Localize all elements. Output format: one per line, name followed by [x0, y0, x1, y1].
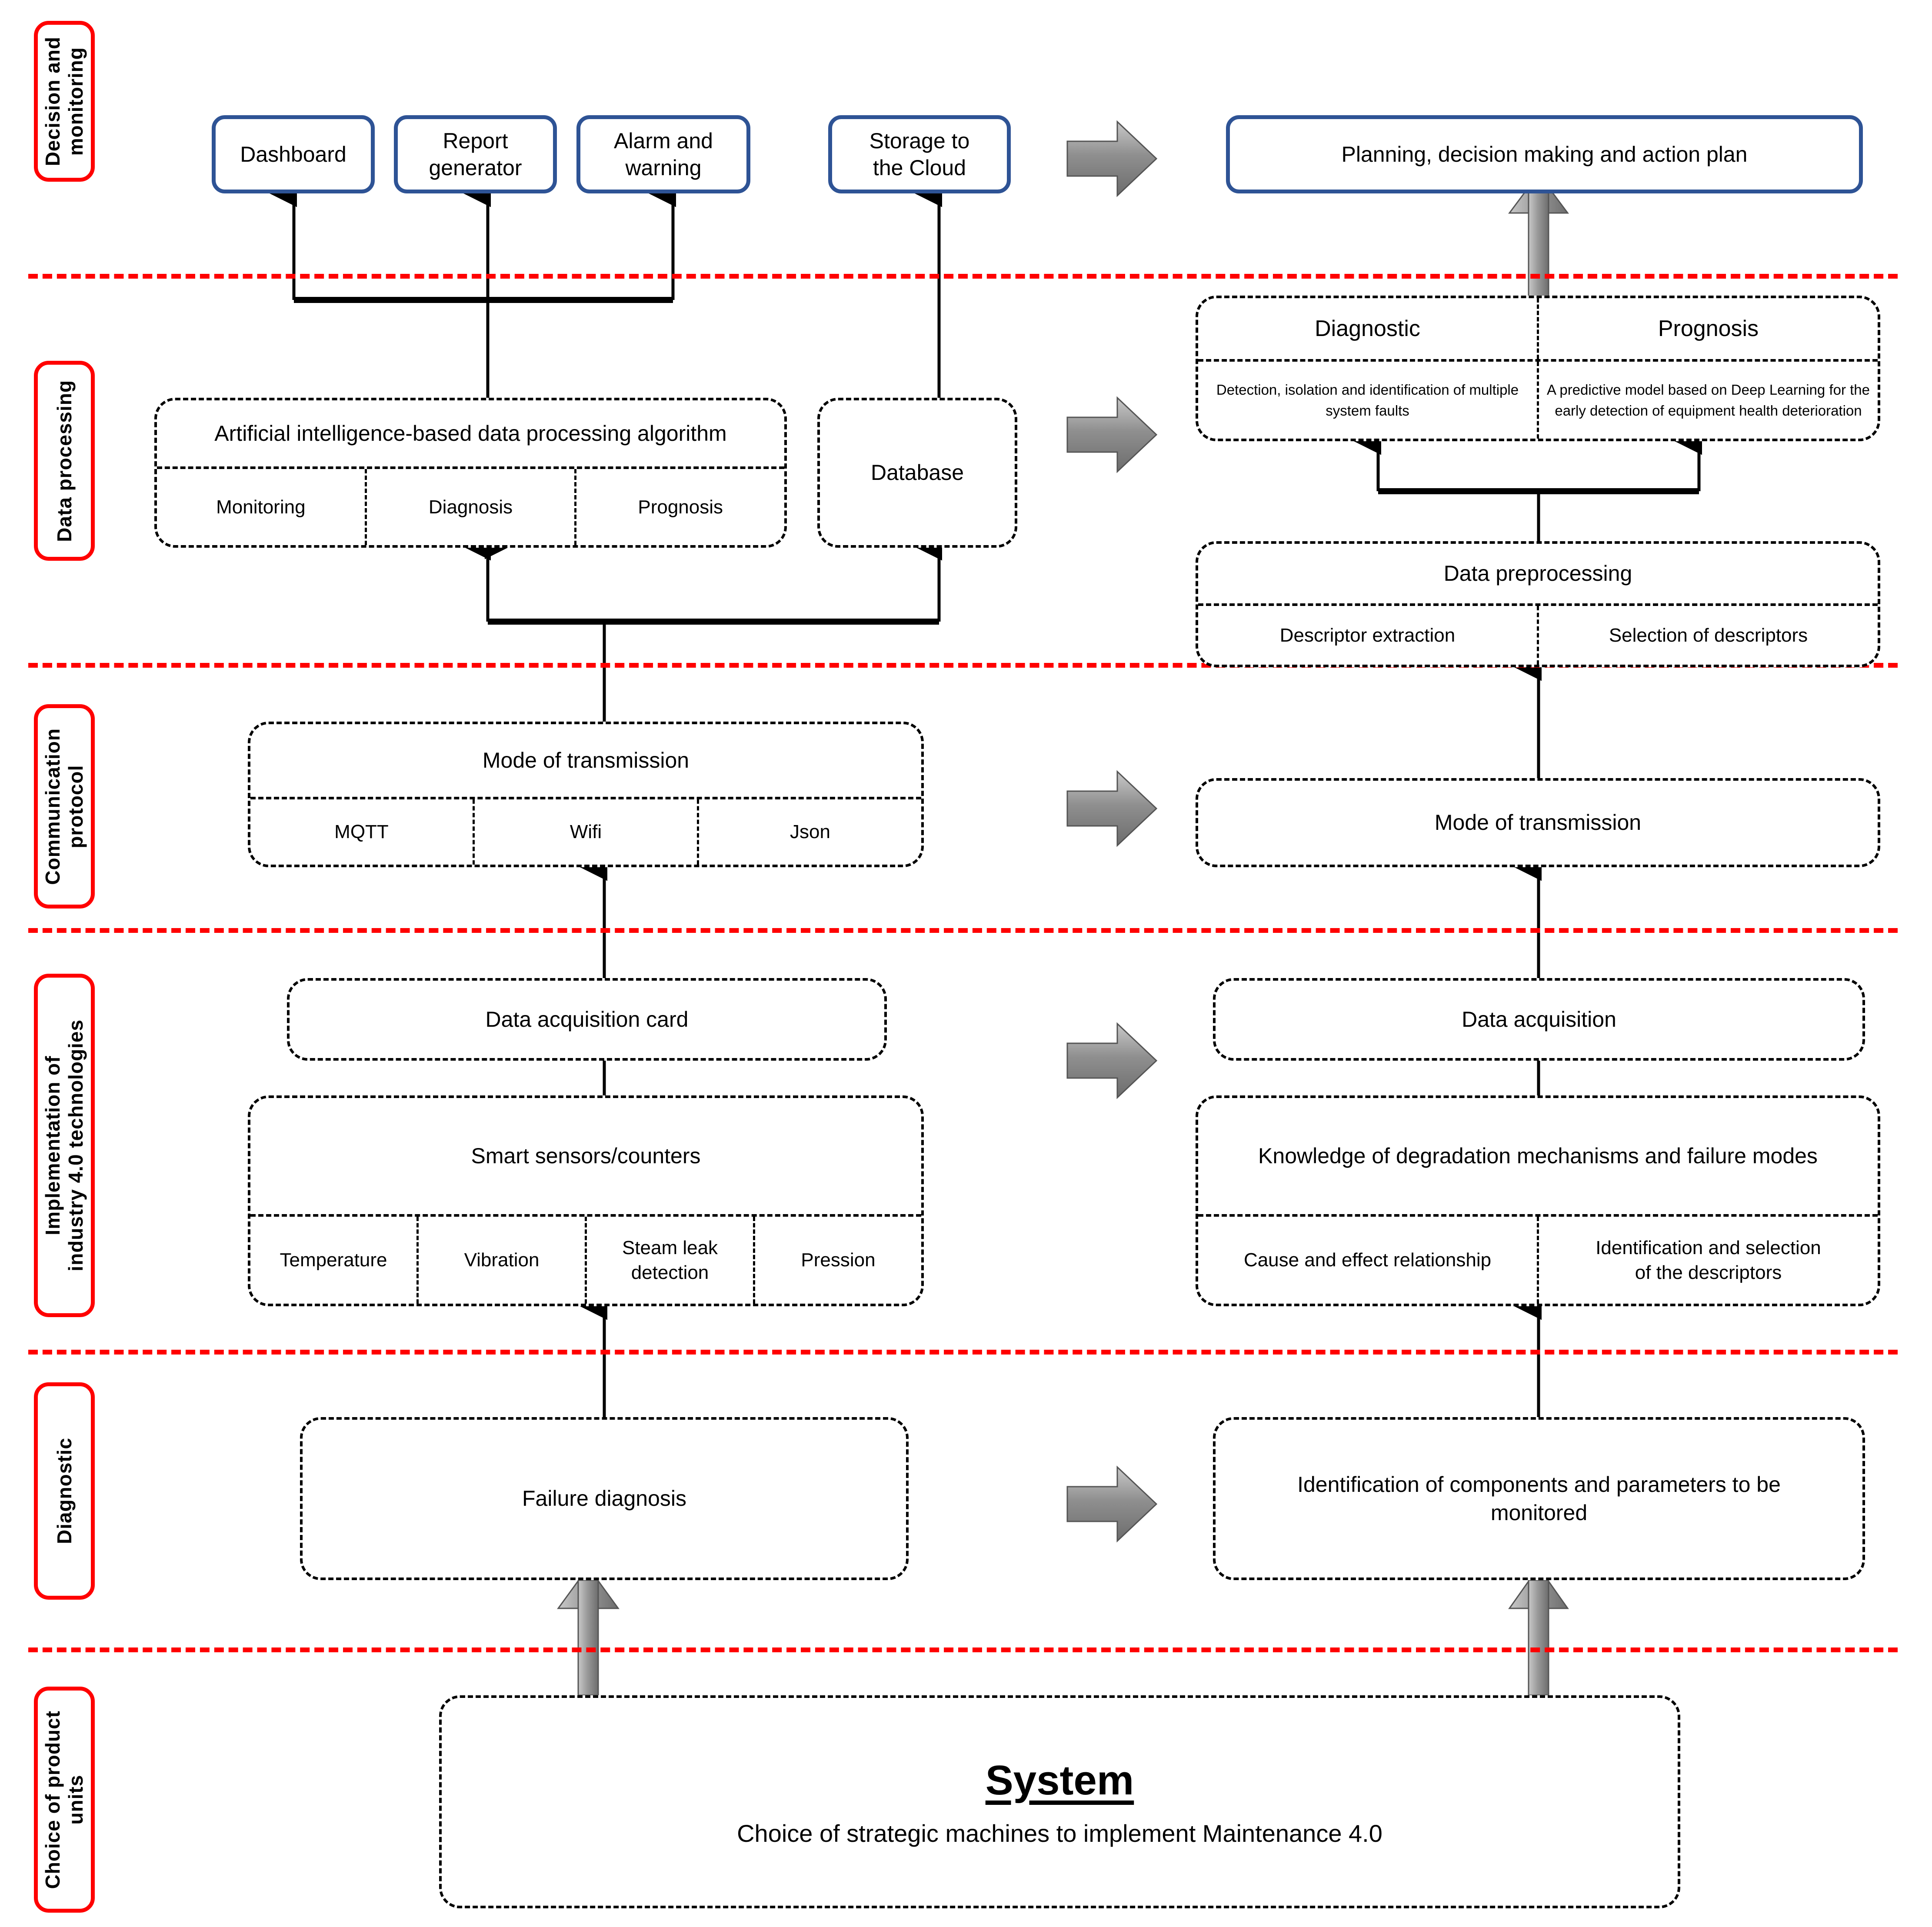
diagnostic-prognosis-box[interactable]: Diagnostic Prognosis Detection, isolatio… [1196, 296, 1880, 441]
report-generator-label: Report generator [429, 128, 522, 180]
band-label-text: Data processing [53, 379, 76, 542]
right-block-arrow-icon [1066, 120, 1158, 1543]
system-title: System [985, 1757, 1134, 1804]
system-subtitle: Choice of strategic machines to implemen… [737, 1819, 1382, 1847]
band-separator-2 [28, 663, 1898, 668]
preprocessing-cell-descriptor-extraction[interactable]: Descriptor extraction [1279, 624, 1456, 646]
band-separator-3 [28, 928, 1898, 933]
band-label-text: Decision and monitoring [41, 36, 87, 166]
identification-components-parameters-box[interactable]: Identification of components and paramet… [1213, 1417, 1865, 1580]
planning-label: Planning, decision making and action pla… [1341, 142, 1748, 166]
identification-label: Identification of components and paramet… [1297, 1472, 1781, 1525]
alarm-and-warning-box[interactable]: Alarm and warning [576, 115, 750, 193]
ai-cell-diagnosis[interactable]: Diagnosis [364, 469, 575, 545]
knowledge-cell-cause-and-effect[interactable]: Cause and effect relationship [1243, 1249, 1492, 1271]
band-label-choice-of-product-units: Choice of product units [34, 1687, 95, 1913]
smart-sensors-title: Smart sensors/counters [471, 1144, 701, 1168]
band-separator-5 [28, 1647, 1898, 1652]
transmission-cell-json[interactable]: Json [697, 799, 921, 865]
data-preprocessing-title: Data preprocessing [1443, 561, 1632, 586]
dashboard-label: Dashboard [240, 142, 346, 166]
band-label-diagnostic: Diagnostic [34, 1382, 95, 1600]
failure-diagnosis-label: Failure diagnosis [522, 1486, 686, 1511]
sensor-cell-steam-leak-detection[interactable]: Steam leak detection [585, 1217, 753, 1304]
ai-algorithm-title: Artificial intelligence-based data proce… [214, 421, 727, 446]
data-acquisition-right-label: Data acquisition [1462, 1007, 1616, 1032]
band-separator-1 [28, 274, 1898, 279]
mode-of-transmission-right-title: Mode of transmission [1434, 810, 1642, 835]
band-label-implementation-industry-40: Implementation of industry 4.0 technolog… [34, 974, 95, 1317]
data-acquisition-card-label: Data acquisition card [485, 1007, 689, 1032]
smart-sensors-counters-box[interactable]: Smart sensors/counters Temperature Vibra… [248, 1095, 924, 1306]
storage-to-cloud-box[interactable]: Storage to the Cloud [828, 115, 1011, 193]
knowledge-degradation-failure-modes-box[interactable]: Knowledge of degradation mechanisms and … [1196, 1095, 1880, 1306]
mode-of-transmission-left-box[interactable]: Mode of transmission MQTT Wifi Json [248, 722, 924, 867]
dashboard-box[interactable]: Dashboard [212, 115, 375, 193]
band-label-text: Implementation of industry 4.0 technolog… [41, 1019, 87, 1271]
prognosis-description: A predictive model based on Deep Learnin… [1537, 362, 1878, 439]
band-label-communication-protocol: Communication protocol [34, 704, 95, 909]
mode-of-transmission-right-box[interactable]: Mode of transmission [1196, 778, 1880, 867]
data-preprocessing-box[interactable]: Data preprocessing Descriptor extraction… [1196, 541, 1880, 667]
system-box[interactable]: System Choice of strategic machines to i… [439, 1695, 1680, 1908]
prognosis-title: Prognosis [1537, 298, 1878, 359]
transmission-cell-wifi[interactable]: Wifi [473, 799, 697, 865]
band-label-text: Communication protocol [41, 728, 87, 885]
data-acquisition-right-box[interactable]: Data acquisition [1213, 978, 1865, 1061]
diagnostic-title: Diagnostic [1315, 316, 1420, 341]
knowledge-title: Knowledge of degradation mechanisms and … [1258, 1144, 1818, 1168]
database-box[interactable]: Database [817, 398, 1017, 548]
transmission-cell-mqtt[interactable]: MQTT [334, 821, 389, 843]
sensor-cell-temperature[interactable]: Temperature [280, 1249, 387, 1271]
preprocessing-cell-selection-of-descriptors[interactable]: Selection of descriptors [1537, 606, 1878, 665]
sensor-cell-vibration[interactable]: Vibration [416, 1217, 585, 1304]
ai-cell-prognosis[interactable]: Prognosis [574, 469, 784, 545]
band-label-decision-and-monitoring: Decision and monitoring [34, 21, 95, 182]
planning-decision-action-box[interactable]: Planning, decision making and action pla… [1226, 115, 1863, 193]
band-label-text: Diagnostic [53, 1438, 76, 1544]
band-separator-4 [28, 1350, 1898, 1355]
data-acquisition-card-box[interactable]: Data acquisition card [287, 978, 887, 1061]
database-label: Database [870, 460, 964, 485]
mode-of-transmission-left-title: Mode of transmission [482, 748, 690, 772]
diagnostic-description: Detection, isolation and identification … [1216, 381, 1519, 419]
storage-to-cloud-label: Storage to the Cloud [869, 128, 970, 180]
band-label-data-processing: Data processing [34, 361, 95, 561]
alarm-and-warning-label: Alarm and warning [614, 128, 713, 180]
ai-data-processing-algorithm-box[interactable]: Artificial intelligence-based data proce… [154, 398, 787, 548]
band-label-text: Choice of product units [41, 1710, 87, 1889]
report-generator-box[interactable]: Report generator [394, 115, 557, 193]
failure-diagnosis-box[interactable]: Failure diagnosis [300, 1417, 909, 1580]
ai-cell-monitoring[interactable]: Monitoring [216, 496, 306, 518]
sensor-cell-pression[interactable]: Pression [753, 1217, 921, 1304]
knowledge-cell-identification-selection[interactable]: Identification and selection of the desc… [1537, 1217, 1878, 1304]
